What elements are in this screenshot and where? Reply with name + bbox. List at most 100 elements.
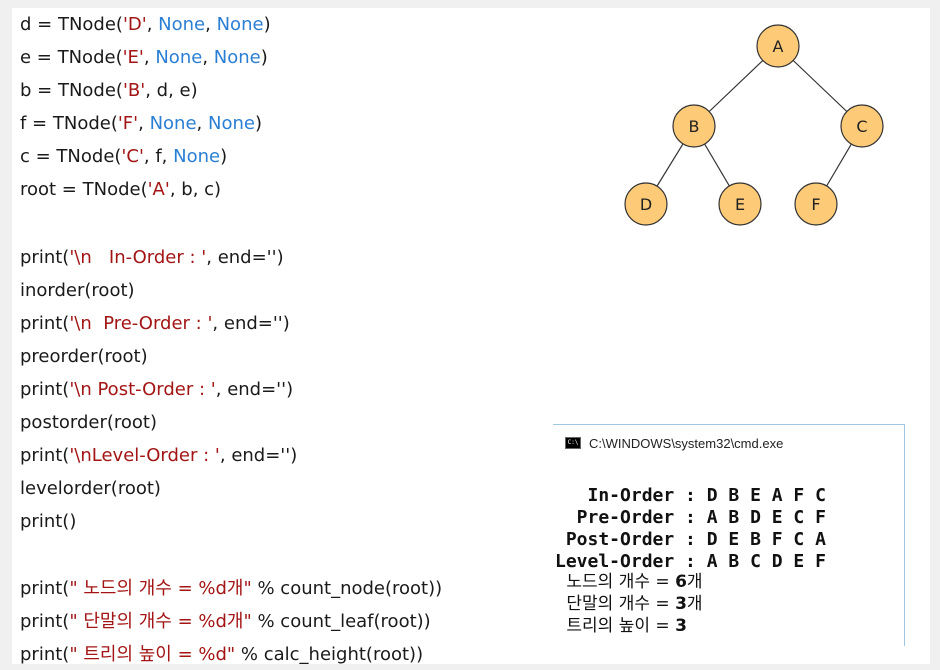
code-text: , end='') — [212, 313, 290, 334]
code-text: , — [196, 113, 208, 134]
code-line: print('\n Post-Order : ', end='') — [20, 375, 293, 405]
tree-node-label-B: B — [689, 117, 700, 136]
code-line: postorder(root) — [20, 408, 157, 438]
code-text: print( — [20, 611, 70, 632]
code-string: '\nLevel-Order : ' — [69, 445, 220, 466]
code-string: " 트리의 높이 = %d" — [69, 644, 236, 665]
tree-node-F — [794, 182, 838, 226]
code-text: , b, c) — [169, 179, 222, 200]
code-line: print('\n In-Order : ', end='') — [20, 243, 284, 273]
code-text: ) — [220, 146, 228, 167]
code-line: preorder(root) — [20, 342, 148, 372]
tree-node-label-A: A — [773, 37, 784, 56]
tree-node-label-F: F — [811, 195, 820, 214]
code-line: b = TNode('B', d, e) — [20, 76, 198, 106]
code-line: inorder(root) — [20, 276, 135, 306]
cmd-summary-value: 6 — [675, 572, 687, 592]
cmd-icon-text: C:\ — [567, 439, 579, 446]
code-keyword: None — [173, 146, 221, 167]
code-text: preorder(root) — [20, 346, 148, 367]
code-line: print(" 노드의 개수 = %d개" % count_node(root)… — [20, 574, 442, 604]
code-text: e = TNode( — [20, 47, 123, 68]
code-text: ) — [260, 47, 268, 68]
cmd-summary-line: 노드의 개수 = 6개 — [561, 571, 703, 593]
cmd-output-line: Pre-Order : A B D E C F — [555, 507, 826, 528]
code-text: , — [143, 47, 156, 68]
code-string: 'C' — [121, 146, 144, 167]
tree-node-D — [624, 182, 668, 226]
cmd-icon: C:\ — [565, 437, 581, 449]
code-text: , end='') — [206, 247, 284, 268]
code-line: levelorder(root) — [20, 474, 161, 504]
cmd-titlebar[interactable]: C:\ C:\WINDOWS\system32\cmd.exe — [553, 425, 904, 461]
code-text: , — [138, 113, 150, 134]
code-text: print( — [20, 578, 70, 599]
code-text: , end='') — [219, 445, 298, 466]
code-string: " 노드의 개수 = %d개" — [69, 578, 252, 599]
code-editor: d = TNode('D', None, None)e = TNode('E',… — [12, 8, 930, 665]
code-text: root = TNode( — [20, 179, 148, 200]
tree-node-C — [840, 104, 884, 148]
cmd-summary-value: 3 — [675, 616, 687, 636]
code-keyword: None — [155, 47, 203, 68]
cmd-summary-suffix: 개 — [686, 594, 703, 614]
cmd-summary-label: 단말의 개수 = — [561, 594, 676, 614]
code-text: print( — [20, 379, 70, 400]
cmd-summary-value: 3 — [675, 594, 687, 614]
code-text: print( — [20, 247, 70, 268]
code-text: f = TNode( — [20, 113, 118, 134]
cmd-output-line: In-Order : D B E A F C — [555, 485, 826, 506]
cmd-output-line: Post-Order : D E B F C A — [555, 529, 826, 550]
tree-node-E — [718, 182, 762, 226]
code-string: '\n Pre-Order : ' — [69, 313, 213, 334]
code-line: print() — [20, 507, 76, 537]
code-text: ) — [263, 14, 271, 35]
code-line: print(" 트리의 높이 = %d" % calc_height(root)… — [20, 640, 423, 670]
code-keyword: None — [149, 113, 197, 134]
code-text: ) — [254, 113, 262, 134]
code-keyword: None — [213, 47, 261, 68]
code-line: c = TNode('C', f, None) — [20, 142, 227, 172]
cmd-summary-label: 노드의 개수 = — [561, 572, 676, 592]
code-string: 'B' — [122, 80, 146, 101]
code-text: print( — [20, 644, 70, 665]
code-text: levelorder(root) — [20, 478, 161, 499]
code-string: '\n In-Order : ' — [69, 247, 207, 268]
code-text: print( — [20, 445, 70, 466]
code-keyword: None — [158, 14, 206, 35]
cmd-summary-line: 단말의 개수 = 3개 — [561, 593, 703, 615]
code-string: 'A' — [147, 179, 170, 200]
code-text: print() — [20, 511, 77, 532]
code-string: 'F' — [117, 113, 139, 134]
code-text: , end='') — [215, 379, 294, 400]
cmd-summary-suffix: 개 — [686, 572, 703, 592]
code-text: % calc_height(root)) — [235, 644, 424, 665]
tree-node-B — [672, 104, 716, 148]
code-text: , d, e) — [145, 80, 198, 101]
tree-node-A — [756, 24, 800, 68]
code-string: 'D' — [122, 14, 147, 35]
code-text: b = TNode( — [20, 80, 123, 101]
code-string: '\n Post-Order : ' — [69, 379, 216, 400]
binary-tree-diagram: A B C D E F — [624, 24, 884, 226]
code-text: c = TNode( — [20, 146, 122, 167]
cmd-output-line: Level-Order : A B C D E F — [555, 551, 826, 572]
tree-node-label-E: E — [735, 195, 745, 214]
code-text: , — [205, 14, 217, 35]
code-text: postorder(root) — [20, 412, 158, 433]
code-line: print('\n Pre-Order : ', end='') — [20, 309, 290, 339]
code-keyword: None — [207, 113, 255, 134]
code-line: e = TNode('E', None, None) — [20, 43, 268, 73]
code-line: print('\nLevel-Order : ', end='') — [20, 441, 297, 471]
code-keyword: None — [216, 14, 264, 35]
cmd-summary-line: 트리의 높이 = 3 — [561, 615, 687, 637]
code-line: print(" 단말의 개수 = %d개" % count_leaf(root)… — [20, 607, 431, 637]
code-text: , f, — [143, 146, 174, 167]
cmd-window: C:\ C:\WINDOWS\system32\cmd.exe In-Order… — [553, 424, 905, 646]
cmd-title: C:\WINDOWS\system32\cmd.exe — [589, 435, 784, 451]
code-text: d = TNode( — [20, 14, 123, 35]
code-text: % count_node(root)) — [251, 578, 443, 599]
tree-node-label-C: C — [856, 117, 867, 136]
code-line: root = TNode('A', b, c) — [20, 175, 221, 205]
tree-node-label-D: D — [640, 195, 652, 214]
